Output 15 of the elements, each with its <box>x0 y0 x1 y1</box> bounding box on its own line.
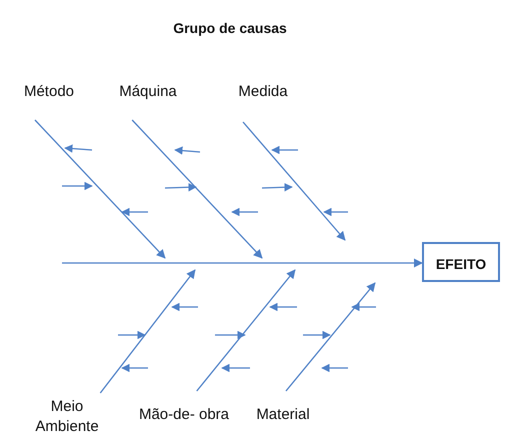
spine-arrow <box>62 258 423 268</box>
cause-category-label: Máquina <box>104 82 192 120</box>
cause-bone-arrow <box>285 282 376 392</box>
cause-category-label: Método <box>10 82 88 120</box>
cause-category-label: Meio Ambiente <box>22 393 112 439</box>
cause-category-label: Medida <box>226 82 300 122</box>
cause-bone-arrow <box>34 120 166 259</box>
effect-box: EFEITO <box>422 242 500 282</box>
cause-category-label: Material <box>246 391 320 427</box>
cause-bone-arrow <box>196 269 296 392</box>
cause-bone-arrow <box>100 269 196 394</box>
cause-category-label: Mão-de- obra <box>126 391 242 427</box>
cause-bone-arrow <box>242 122 346 241</box>
title: Grupo de causas <box>172 20 288 36</box>
cause-bone-arrow <box>132 120 263 259</box>
